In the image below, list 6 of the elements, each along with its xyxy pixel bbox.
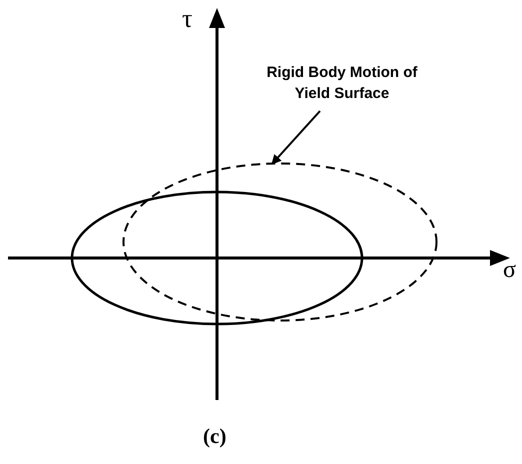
axis-label: σ [503, 258, 516, 282]
leader-arrow [271, 110, 321, 165]
axis-label: τ [182, 6, 192, 32]
dashed-yield-surface-ellipse [122, 162, 438, 322]
caption: (c) [203, 426, 226, 447]
annotation-text: Rigid Body Motion of Yield Surface [266, 63, 418, 104]
